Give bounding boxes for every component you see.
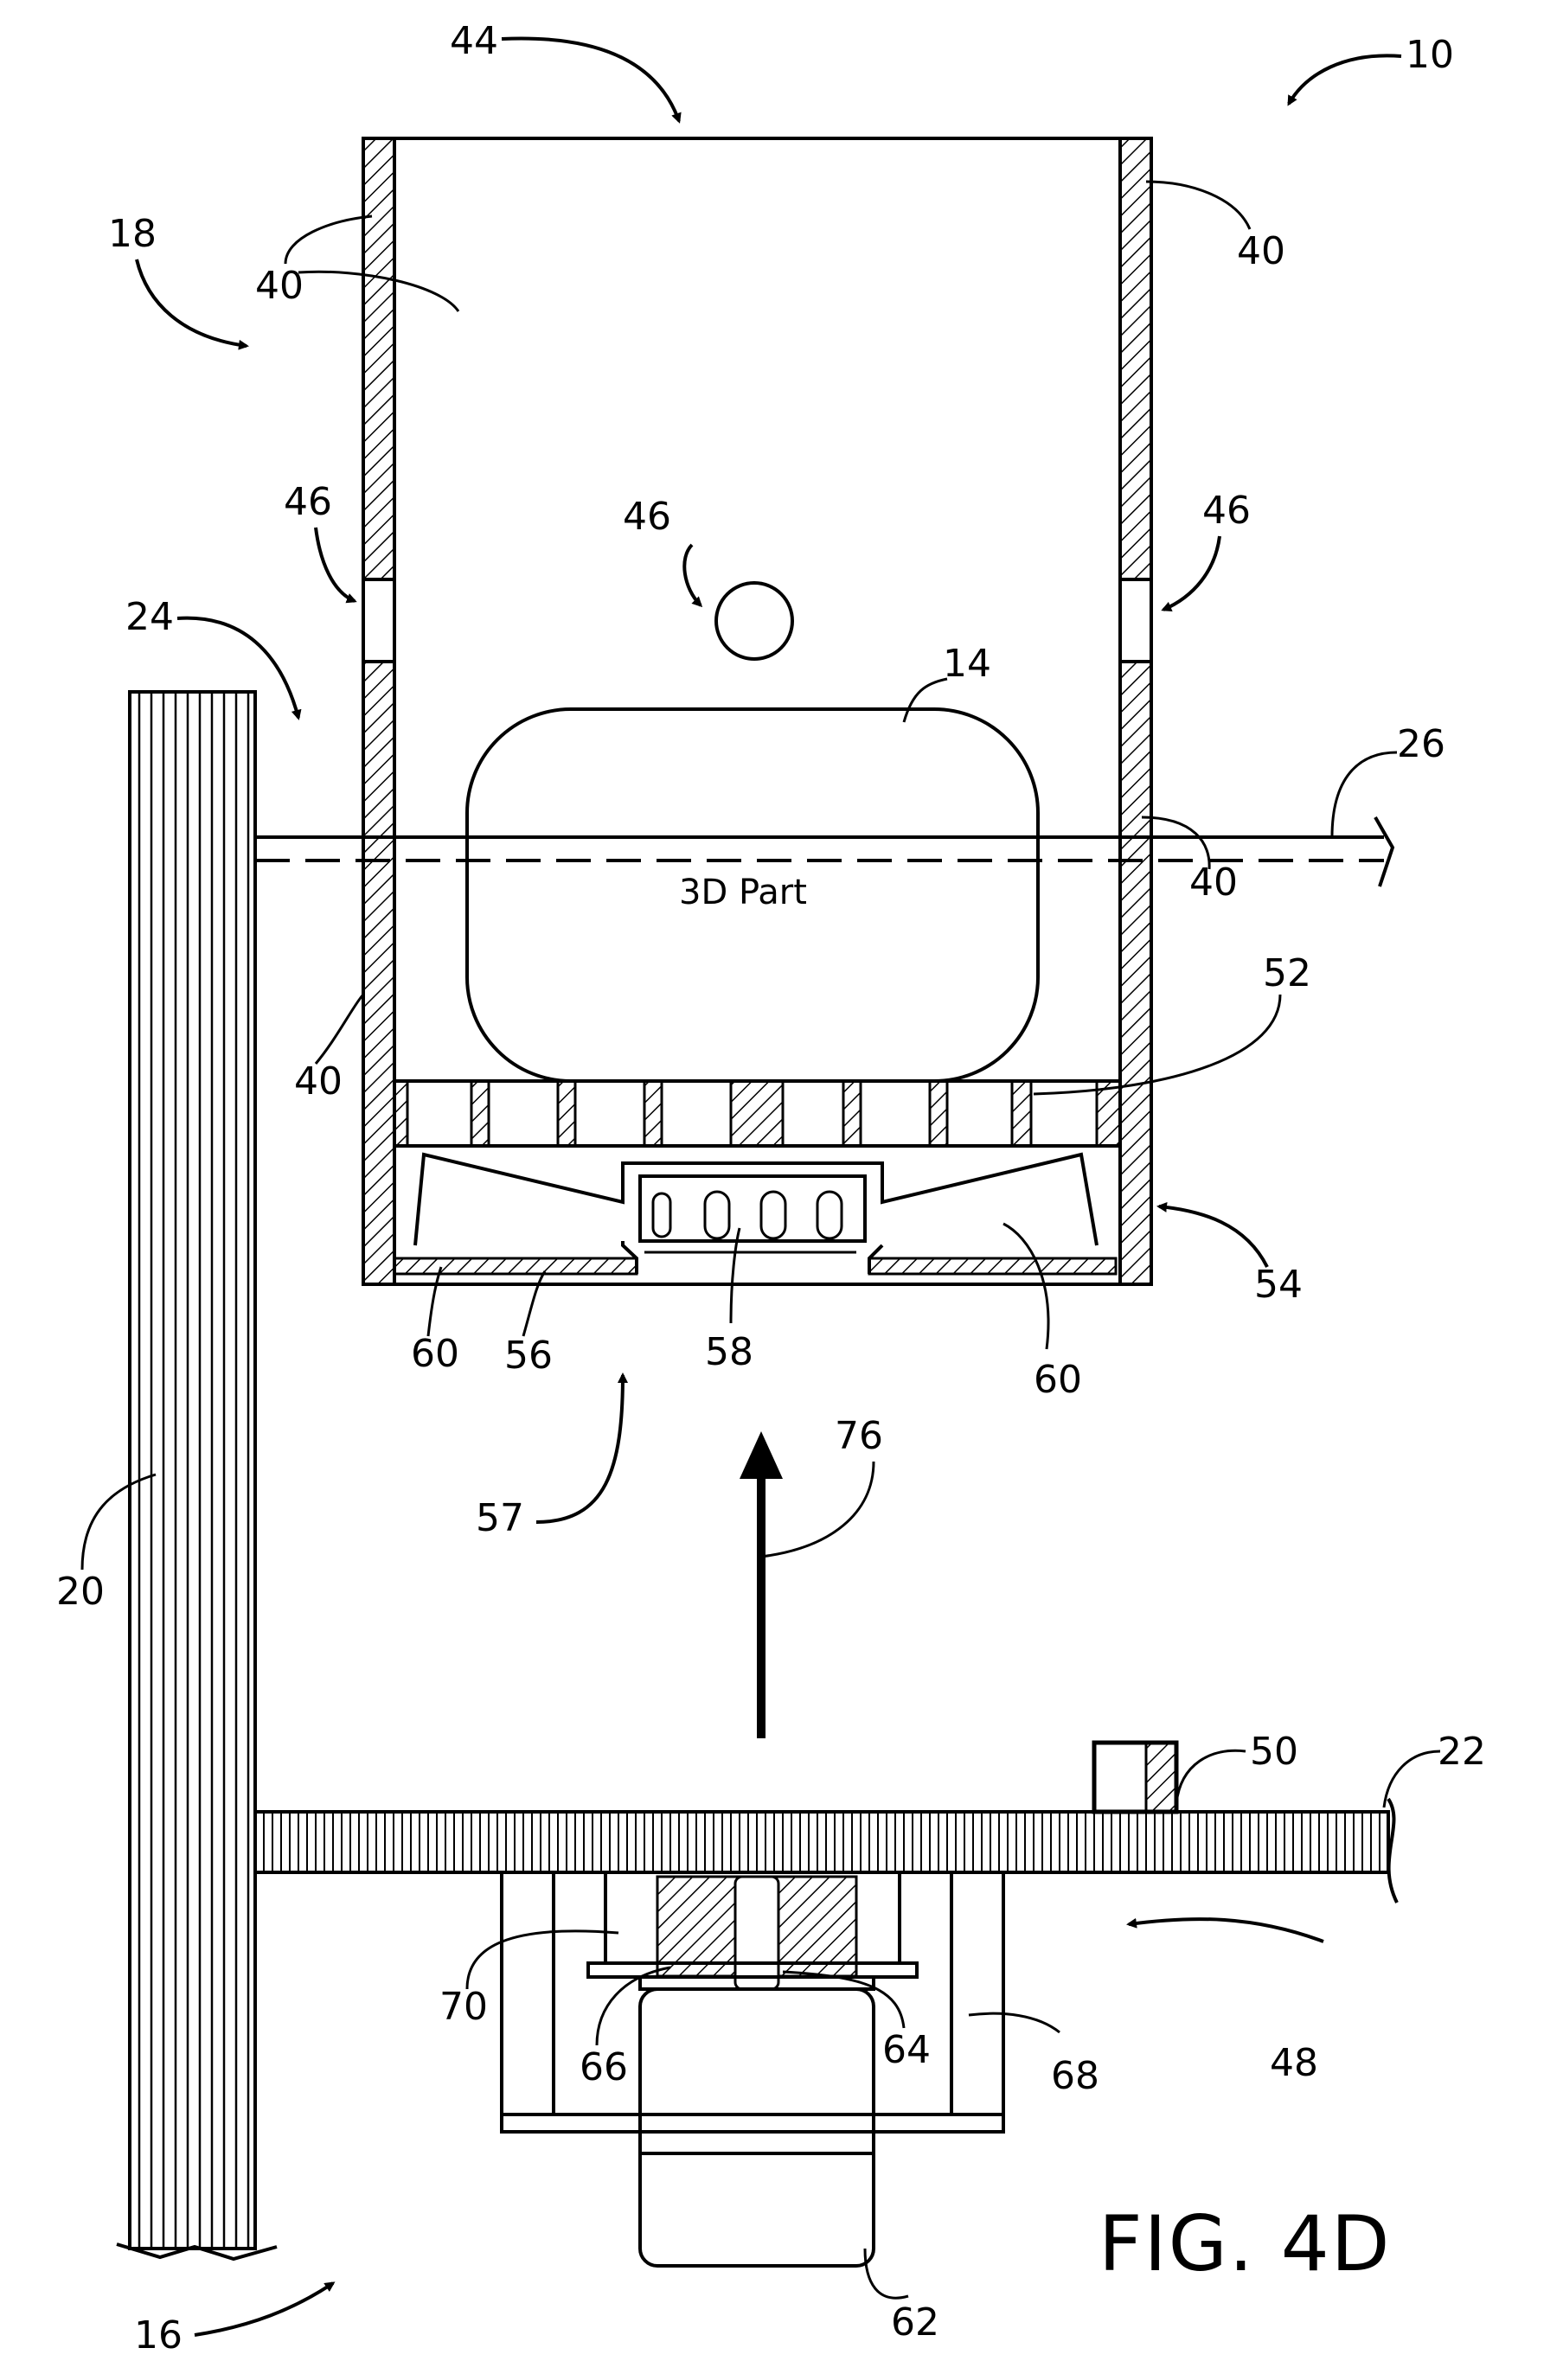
ref-20: 20 [56,1570,105,1614]
platform-grid [394,1081,1120,1146]
reference-numerals: 10 44 18 40 40 46 46 46 24 14 26 40 52 4… [56,19,1486,2358]
ref-64: 64 [882,2028,931,2072]
ref-10: 10 [1406,33,1454,77]
ref-44: 44 [450,19,498,63]
ref-40-left-top: 40 [255,264,304,308]
ref-40-right-top: 40 [1237,229,1285,273]
ref-70: 70 [439,1985,488,2029]
ref-40-right-mid: 40 [1189,861,1238,905]
gantry-column [117,692,277,2259]
ref-52: 52 [1263,951,1311,995]
figure-label: FIG. 4D [1099,2199,1391,2288]
ref-66: 66 [580,2045,628,2089]
ref-26: 26 [1397,722,1445,766]
ref-40-left-bottom: 40 [294,1059,343,1104]
ref-46-right: 46 [1202,489,1251,533]
ref-46-left: 46 [284,480,332,524]
ref-46-center: 46 [623,495,671,539]
part-label: 3D Part [679,873,807,912]
ref-60-left: 60 [411,1332,459,1376]
ref-22: 22 [1438,1730,1486,1774]
ref-57: 57 [476,1496,524,1540]
ref-60-right: 60 [1034,1358,1082,1402]
ref-48: 48 [1270,2041,1318,2085]
ref-54: 54 [1254,1263,1303,1307]
chamber-port [716,583,792,659]
ref-56: 56 [504,1334,553,1378]
ref-58: 58 [705,1330,753,1374]
motion-arrow [740,1431,783,1738]
ref-76: 76 [835,1414,883,1458]
ref-14: 14 [943,642,991,686]
ref-18: 18 [108,212,157,256]
ref-62: 62 [891,2300,939,2345]
ref-68: 68 [1051,2054,1099,2098]
sensor-block [1094,1743,1176,1812]
ref-50: 50 [1250,1730,1298,1774]
base-assembly [394,1155,1116,1274]
ref-16: 16 [134,2313,183,2358]
ref-24: 24 [125,595,174,639]
